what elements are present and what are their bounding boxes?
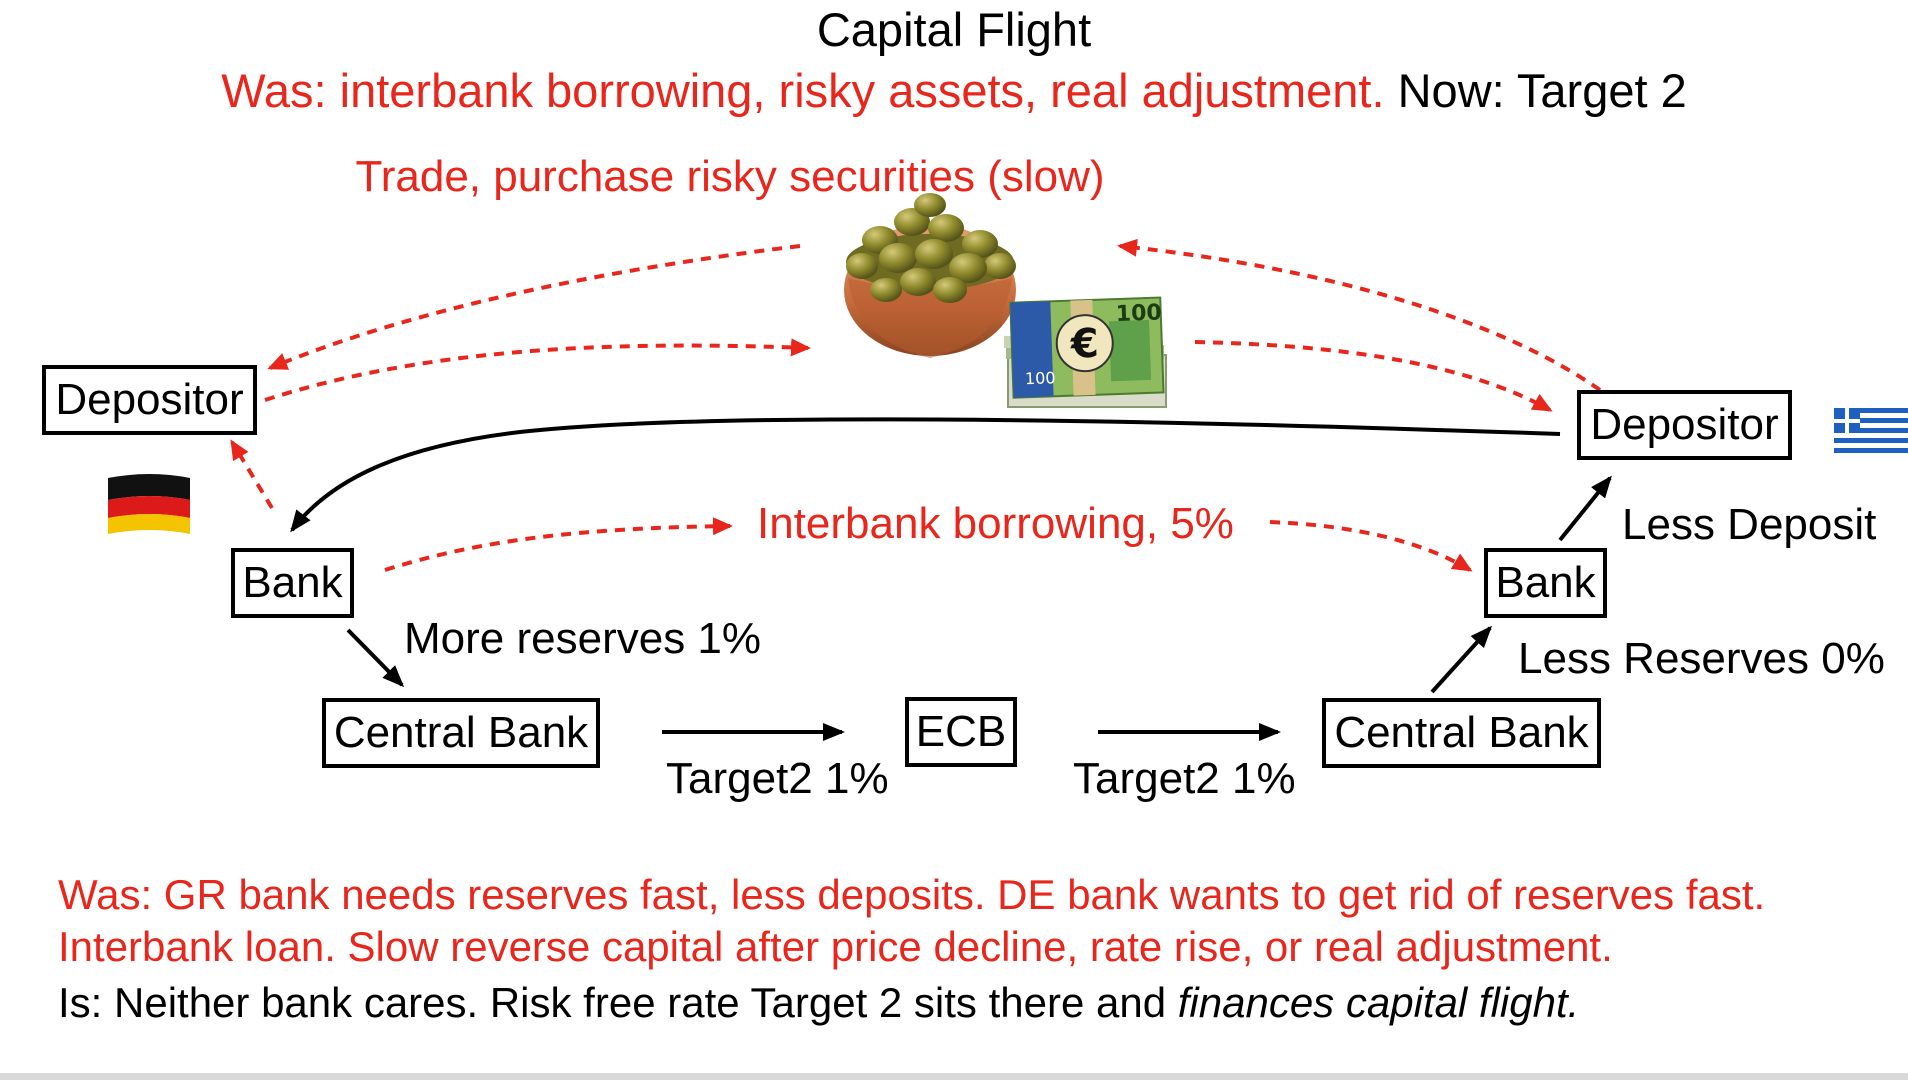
de-central-bank-box: Central Bank [322, 698, 600, 768]
gr-depositor-box: Depositor [1577, 390, 1792, 460]
ecb-label: ECB [915, 707, 1007, 756]
footer-is-plain: Is: Neither bank cares. Risk free rate T… [58, 979, 1178, 1026]
interbank-arrow-right [1269, 520, 1473, 572]
footer-was-line-2: Interbank loan. Slow reverse capital aft… [58, 923, 1613, 970]
ecb-box: ECB [905, 697, 1017, 767]
footer-is-italic: finances capital flight. [1177, 979, 1580, 1026]
olive-bowl-image [844, 193, 1016, 358]
more-reserves-label: More reserves 1% [404, 614, 762, 663]
gr-depositor-label: Depositor [1590, 400, 1779, 449]
capital-flight-arrow [290, 417, 1561, 533]
interbank-arrow-left [384, 517, 733, 572]
de-depositor-label: Depositor [55, 375, 244, 424]
interbank-borrowing-label: Interbank borrowing, 5% [757, 499, 1234, 548]
slide-subtitle: Was: interbank borrowing, risky assets, … [0, 67, 1908, 114]
banknote-value-bottom: 100 [1025, 368, 1056, 388]
subtitle-now: Now: Target 2 [1397, 64, 1687, 117]
de-bank-to-depositor-arrow [230, 439, 274, 510]
subtitle-was: Was: interbank borrowing, risky assets, … [221, 64, 1385, 117]
less-reserves-label: Less Reserves 0% [1518, 634, 1885, 683]
trade-label: Trade, purchase risky securities (slow) [355, 152, 1105, 201]
de-bank-to-central-bank-arrow [346, 628, 405, 688]
target2-left-label: Target2 1% [666, 754, 889, 803]
trade-arrow-to-gr-depositor [1194, 340, 1553, 412]
euro-banknotes-image: € 100 100 [1004, 296, 1167, 408]
gr-bank-to-depositor-arrow [1558, 475, 1612, 542]
de-bank-label: Bank [242, 558, 343, 607]
banknote-value-top: 100 [1115, 300, 1162, 327]
bottom-divider [0, 1073, 1908, 1080]
trade-arrow-from-de-depositor [264, 338, 811, 402]
trade-arrow-from-gr-depositor [1117, 238, 1602, 392]
footer-was-line-1: Was: GR bank needs reserves fast, less d… [58, 871, 1766, 918]
footer-is-line: Is: Neither bank cares. Risk free rate T… [58, 982, 1579, 1024]
gr-central-bank-label: Central Bank [1334, 708, 1589, 757]
gr-central-bank-box: Central Bank [1322, 698, 1601, 768]
slide-title: Capital Flight [0, 6, 1908, 53]
de-bank-box: Bank [231, 548, 354, 618]
gr-bank-label: Bank [1495, 558, 1596, 607]
target2-right-label: Target2 1% [1073, 754, 1296, 803]
gr-bank-box: Bank [1484, 548, 1607, 618]
gr-central-bank-to-bank-arrow [1430, 625, 1493, 694]
euro-symbol: € [1069, 321, 1099, 368]
less-deposit-label: Less Deposit [1622, 500, 1877, 549]
trade-arrow-to-de-depositor [267, 244, 801, 370]
greece-flag-icon [1834, 408, 1908, 454]
germany-flag-icon [108, 474, 190, 534]
slide-title-text: Capital Flight [816, 3, 1092, 56]
de-depositor-box: Depositor [42, 365, 257, 435]
de-central-bank-label: Central Bank [333, 708, 589, 757]
